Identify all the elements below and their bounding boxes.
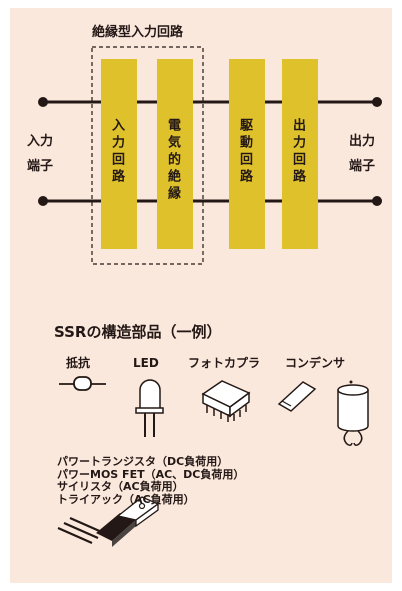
led-icon [135,379,164,437]
capacitor-icon [337,380,369,447]
component-label-photocoupler: フォトカプラ [188,356,261,370]
input-terminal-label-line1: 入力 [27,134,54,149]
list-item: パワーMOS FET（AC、DC負荷用） [57,467,245,481]
background-panel [10,8,392,583]
block-output-circuit [282,59,318,249]
isolated-input-group-box [91,46,204,265]
block-input-circuit [101,59,137,249]
resistor-icon [59,376,106,391]
chip-capacitor-icon [277,381,317,412]
block-label-input-circuit: 入力回路 [109,118,124,186]
input-terminal-dot-bottom [38,196,48,206]
block-drive-circuit [229,59,265,249]
block-label-isolation: 電気的絶縁 [165,118,180,203]
output-terminal-label-line2: 端子 [349,159,376,174]
component-label-led: LED [133,356,159,370]
component-label-capacitor: コンデンサ [285,356,346,370]
list-item: トライアック（AC負荷用） [57,492,195,506]
isolated-group-label: 絶縁型入力回路 [92,25,184,40]
component-label-resistor: 抵抗 [66,356,91,370]
list-item: パワートランジスタ（DC負荷用） [57,455,229,468]
photocoupler-icon [201,380,251,422]
list-item: サイリスタ（AC負荷用） [57,480,184,493]
input-terminal-label-line2: 端子 [27,159,54,174]
block-label-drive-circuit: 駆動回路 [237,118,252,186]
power-transistor-icon [57,496,160,547]
block-label-output-circuit: 出力回路 [290,118,305,186]
parts-section-title: SSRの構造部品（一例） [54,323,222,341]
switching-device-list: パワートランジスタ（DC負荷用） パワーMOS FET（AC、DC負荷用） サイ… [57,455,245,506]
output-terminal-label-line1: 出力 [349,134,376,149]
output-terminal-dot-bottom [372,196,382,206]
output-terminal-dot-top [372,97,382,107]
input-terminal-dot-top [38,97,48,107]
block-isolation [157,59,193,249]
